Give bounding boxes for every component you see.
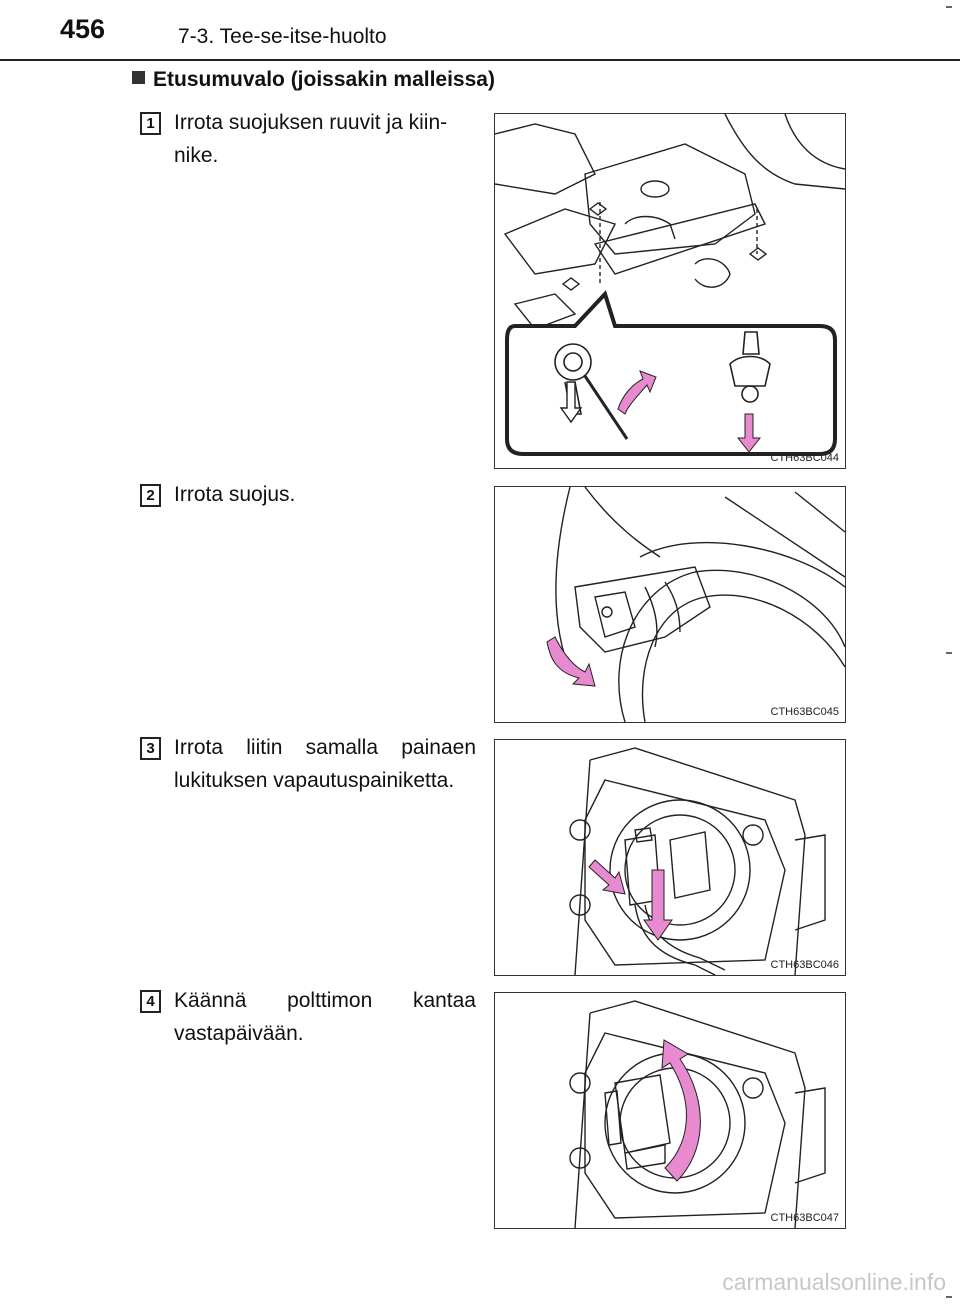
step-number-4: 4	[140, 990, 161, 1013]
figure-step-2: CTH63BC045	[494, 486, 846, 723]
figure-code: CTH63BC045	[770, 706, 839, 718]
square-bullet-icon	[132, 71, 145, 84]
connector-release-illustration	[569, 747, 826, 975]
subheading-text: Etusumuvalo (joissakin malleissa)	[153, 68, 495, 91]
watermark: carmanualsonline.info	[722, 1269, 946, 1295]
figure-code: CTH63BC047	[770, 1212, 839, 1224]
header-divider	[0, 59, 960, 61]
subheading: Etusumuvalo (joissakin malleissa)	[132, 68, 495, 92]
step-text-2: Irrota suojus.	[174, 483, 296, 506]
step-number-2: 2	[140, 484, 161, 507]
page-number: 456	[60, 14, 106, 44]
figure-code: CTH63BC046	[770, 959, 839, 971]
step-text-3: Irrota liitin samalla painaen lukituksen…	[174, 736, 476, 792]
bulb-rotation-illustration	[569, 1000, 826, 1228]
step-text-4: Käännä polttimon kantaa vastapäivään.	[174, 989, 476, 1045]
figure-step-3: CTH63BC046	[494, 739, 846, 976]
step-number-1: 1	[140, 112, 161, 135]
edge-mark	[946, 1296, 952, 1298]
section-title: 7-3. Tee-se-itse-huolto	[178, 25, 387, 48]
step-text-1: Irrota suojuksen ruuvit ja kiin-nike.	[174, 111, 448, 167]
cover-screws-illustration	[495, 114, 845, 456]
step-number-3: 3	[140, 737, 161, 760]
figure-step-1: CTH63BC044	[494, 113, 846, 469]
cover-removal-illustration	[546, 487, 845, 722]
edge-mark	[946, 652, 952, 654]
figure-step-4: CTH63BC047	[494, 992, 846, 1229]
figure-code: CTH63BC044	[770, 452, 839, 464]
edge-mark	[946, 6, 952, 8]
